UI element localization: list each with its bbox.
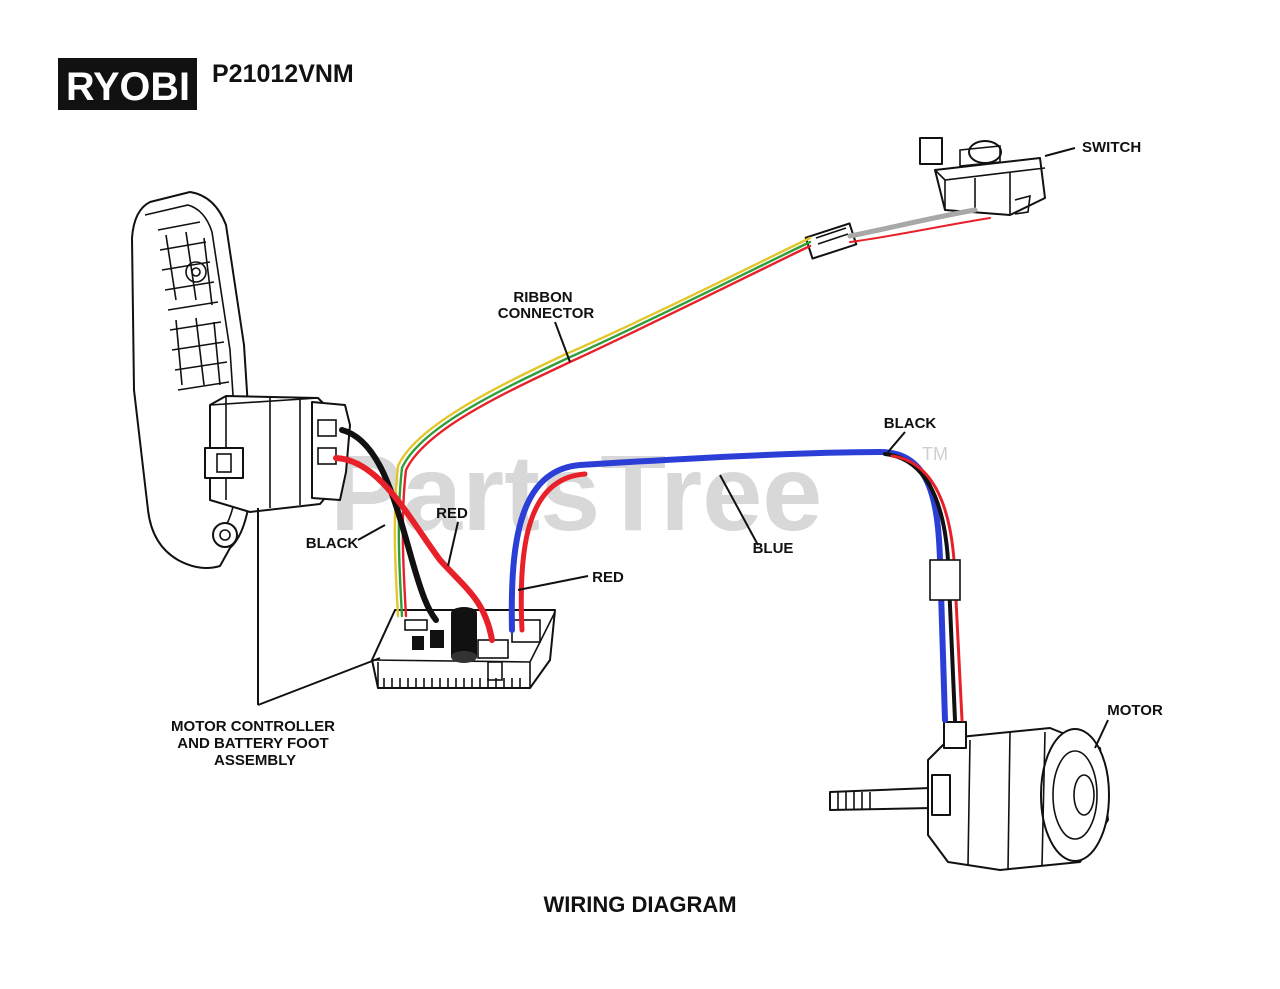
model-number: P21012VNM	[212, 60, 354, 88]
label-ribbon-line2: CONNECTOR	[498, 305, 595, 322]
diagram-title: WIRING DIAGRAM	[543, 892, 736, 917]
red-motor-wire-tail	[890, 454, 964, 722]
label-blue: BLUE	[753, 540, 794, 557]
brand-logo-text: RYOBI	[66, 65, 190, 109]
callout-labels: SWITCH RIBBON CONNECTOR BLACK BLACK RED …	[171, 139, 1163, 769]
motor-wire-splice	[929, 559, 961, 601]
switch-ribbon-wire	[847, 207, 978, 239]
black-power-wire	[339, 427, 439, 623]
motor-component	[829, 721, 1110, 871]
red-motor-wire	[518, 471, 588, 633]
motor-controller-board	[371, 607, 556, 689]
ribbon-wire-red	[401, 244, 812, 618]
ribbon-wire-green	[397, 240, 812, 618]
label-ribbon-line1: RIBBON	[513, 289, 572, 306]
battery-foot-housing	[131, 191, 253, 569]
battery-connector	[204, 395, 351, 513]
label-switch: SWITCH	[1082, 139, 1141, 156]
label-assembly-line3: ASSEMBLY	[214, 752, 296, 769]
label-red-lower: RED	[592, 569, 624, 586]
brand-logo: RYOBI	[58, 58, 197, 110]
label-motor: MOTOR	[1107, 702, 1163, 719]
watermark-tm: TM	[922, 444, 948, 464]
label-black-controller: BLACK	[306, 535, 359, 552]
label-red-upper: RED	[436, 505, 468, 522]
label-black-motor: BLACK	[884, 415, 937, 432]
label-assembly-line1: MOTOR CONTROLLER	[171, 718, 335, 735]
leader-lines	[257, 147, 1109, 749]
ribbon-wire-yellow	[393, 236, 812, 618]
switch-component	[804, 137, 1046, 260]
wires	[333, 207, 991, 723]
label-assembly-line2: AND BATTERY FOOT	[177, 735, 328, 752]
switch-ribbon-wire-red	[849, 217, 991, 243]
red-power-wire	[333, 455, 495, 643]
header: RYOBI P21012VNM	[58, 58, 354, 110]
